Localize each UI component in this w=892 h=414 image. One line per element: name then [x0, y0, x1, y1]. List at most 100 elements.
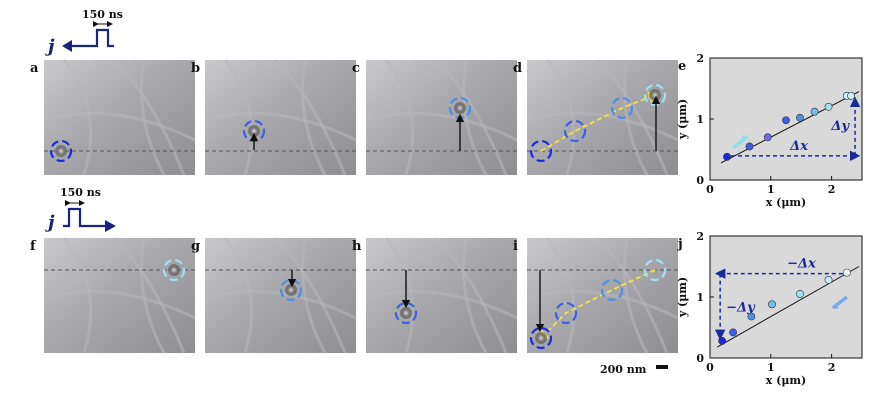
panel-label: e: [678, 59, 686, 74]
scale-bar-line: [656, 365, 668, 369]
skyrmion-marker: [529, 139, 553, 163]
motion-direction-arrowhead: [832, 302, 839, 309]
x-axis-label: x (μm): [766, 196, 807, 209]
skyrmion-spot: [454, 102, 466, 114]
micrograph-image: [44, 238, 195, 353]
micrograph-panel-i: i: [513, 236, 679, 354]
data-point: [824, 102, 833, 111]
y-tick-label: 2: [696, 52, 704, 65]
micrograph-panel-g: g: [191, 236, 357, 354]
data-point: [745, 142, 754, 151]
delta-x-label: −Δx: [787, 257, 816, 272]
panel-label: j: [677, 237, 683, 252]
data-point: [810, 107, 819, 116]
skyrmion-marker: [529, 326, 553, 350]
x-tick-label: 1: [767, 183, 775, 196]
y-tick-label: 0: [696, 174, 704, 187]
skyrmion-marker: [49, 139, 73, 163]
micrograph-image: [205, 238, 356, 353]
micrograph-panel-c: c: [352, 58, 518, 176]
motion-direction-arrowhead: [741, 135, 748, 142]
skyrmion-spot: [400, 307, 412, 319]
y-tick-label: 1: [696, 291, 704, 304]
data-point: [842, 268, 851, 277]
skyrmion-marker: [554, 301, 578, 325]
x-tick-label: 0: [706, 361, 714, 374]
pulse-schematic-top: 150 ns j: [45, 8, 123, 57]
panel-label: d: [513, 61, 522, 76]
y-axis-label: y (μm): [676, 277, 689, 318]
y-tick-label: 1: [696, 113, 704, 126]
panel-label: h: [352, 239, 362, 254]
micrograph-image: [205, 60, 356, 175]
skyrmion-marker: [600, 278, 624, 302]
skyrmion-spot: [285, 284, 297, 296]
data-point: [763, 133, 772, 142]
current-direction-right-icon: [105, 220, 116, 232]
skyrmion-spot: [168, 264, 180, 276]
delta-y-label: −Δy: [726, 300, 756, 315]
skyrmion-spot: [535, 332, 547, 344]
y-axis-label: y (μm): [676, 99, 689, 140]
data-point: [796, 290, 804, 298]
delta-x-label: Δx: [789, 139, 808, 154]
scale-bar: 200 nm: [600, 363, 668, 376]
micrograph-panel-d: d: [513, 58, 679, 176]
y-tick-label: 0: [696, 352, 704, 365]
x-tick-label: 2: [828, 361, 836, 374]
skyrmion-spot: [649, 89, 661, 101]
current-label: j: [45, 212, 55, 233]
skyrmion-spot: [55, 145, 67, 157]
chart-panel-j: j 0 1 2 0 1 2 x (μm) y (μm) −Δx −Δy: [676, 230, 863, 387]
fit-line: [720, 91, 860, 164]
data-point: [782, 116, 790, 125]
data-point: [729, 328, 738, 337]
skyrmion-marker: [610, 96, 634, 120]
delta-y-label: Δy: [830, 119, 850, 134]
x-tick-label: 0: [706, 183, 714, 196]
skyrmion-spot: [248, 125, 260, 137]
skyrmion-marker: [643, 258, 667, 282]
x-axis-label: x (μm): [766, 374, 807, 387]
data-point: [796, 113, 804, 122]
panel-label: b: [191, 61, 200, 76]
pulse-duration-label: 150 ns: [82, 8, 123, 21]
skyrmion-marker: [162, 258, 186, 282]
skyrmion-marker: [394, 301, 418, 325]
skyrmion-marker: [279, 278, 303, 302]
micrograph-image: [44, 60, 195, 175]
pulse-duration-label: 150 ns: [60, 186, 101, 199]
micrograph-panel-f: f: [30, 236, 196, 354]
panel-label: f: [30, 239, 37, 254]
x-tick-label: 1: [767, 361, 775, 374]
micrograph-panel-h: h: [352, 236, 518, 354]
panel-label: i: [513, 239, 518, 254]
chart-panel-e: e 0 1 2 0 1 2 x (μm) y (μm) Δx Δy: [676, 52, 863, 209]
micrograph-image: [366, 60, 517, 175]
current-label: j: [45, 36, 55, 57]
micrograph-panel-b: b: [191, 58, 357, 176]
micrograph-image: [527, 60, 678, 175]
current-direction-left-icon: [62, 40, 72, 52]
data-point: [768, 300, 776, 309]
panel-label: g: [191, 239, 200, 254]
plot-area: [709, 235, 863, 359]
pulse-schematic-bottom: 150 ns j: [45, 186, 116, 233]
skyrmion-marker: [643, 83, 667, 107]
data-point: [718, 337, 727, 345]
panel-label: c: [352, 61, 360, 76]
data-point: [747, 312, 756, 321]
trajectory-arrow: [536, 269, 656, 343]
data-point: [847, 91, 855, 100]
micrograph-panel-a: a: [30, 58, 196, 176]
micrograph-image: [366, 238, 517, 353]
data-point: [723, 152, 731, 161]
skyrmion-marker: [563, 119, 587, 143]
y-tick-label: 2: [696, 230, 704, 243]
panel-label: a: [30, 61, 39, 76]
x-tick-label: 2: [828, 183, 836, 196]
trajectory-arrow: [540, 91, 661, 152]
fit-line: [717, 266, 860, 348]
data-point: [824, 276, 833, 284]
